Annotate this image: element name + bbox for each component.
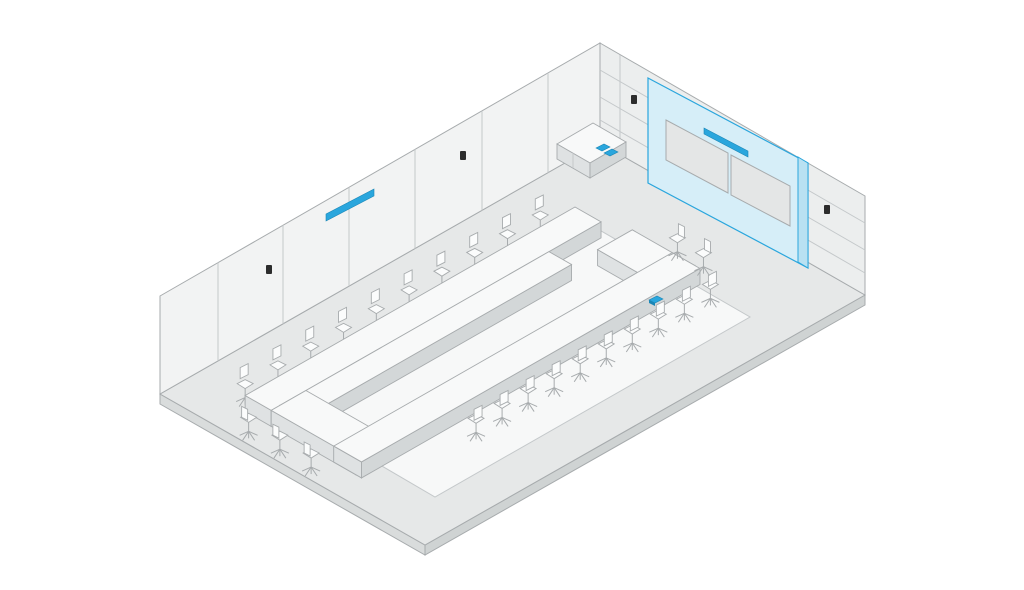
office-chair-icon [466,404,486,442]
office-chair-icon [701,270,720,308]
office-chair-icon [649,300,668,338]
office-chair-icon [623,315,642,353]
office-chair-icon [518,374,538,412]
office-chair-icon [694,237,713,276]
office-chair-icon [571,345,590,383]
credenza-device-icon [595,143,619,157]
video-bar-icon [325,188,375,222]
wall-speaker-icon [631,95,637,104]
table-front-row [332,252,701,479]
display-panel-left [665,119,729,194]
office-chair-icon [492,389,512,427]
wall-speaker-icon [460,151,466,160]
touch-controller-icon [648,295,664,306]
office-chair-icon [301,441,321,477]
office-chair-icon [544,359,564,397]
wall-speaker-icon [266,265,272,274]
office-chair-icon [675,285,694,323]
office-chair-icon [270,423,290,459]
left-wall-panel-seams [217,72,549,361]
conference-furniture [235,194,720,479]
display-panel-right [730,154,791,227]
video-bar-icon [703,127,749,158]
office-chair-icon [239,405,258,441]
wall-speakers [266,95,830,274]
office-chair-icon [668,223,687,262]
credenza [556,122,627,179]
wall-speaker-icon [824,205,830,214]
office-chair-icon [597,330,616,368]
display-wall [647,77,809,269]
office-chair-icon [235,362,255,407]
